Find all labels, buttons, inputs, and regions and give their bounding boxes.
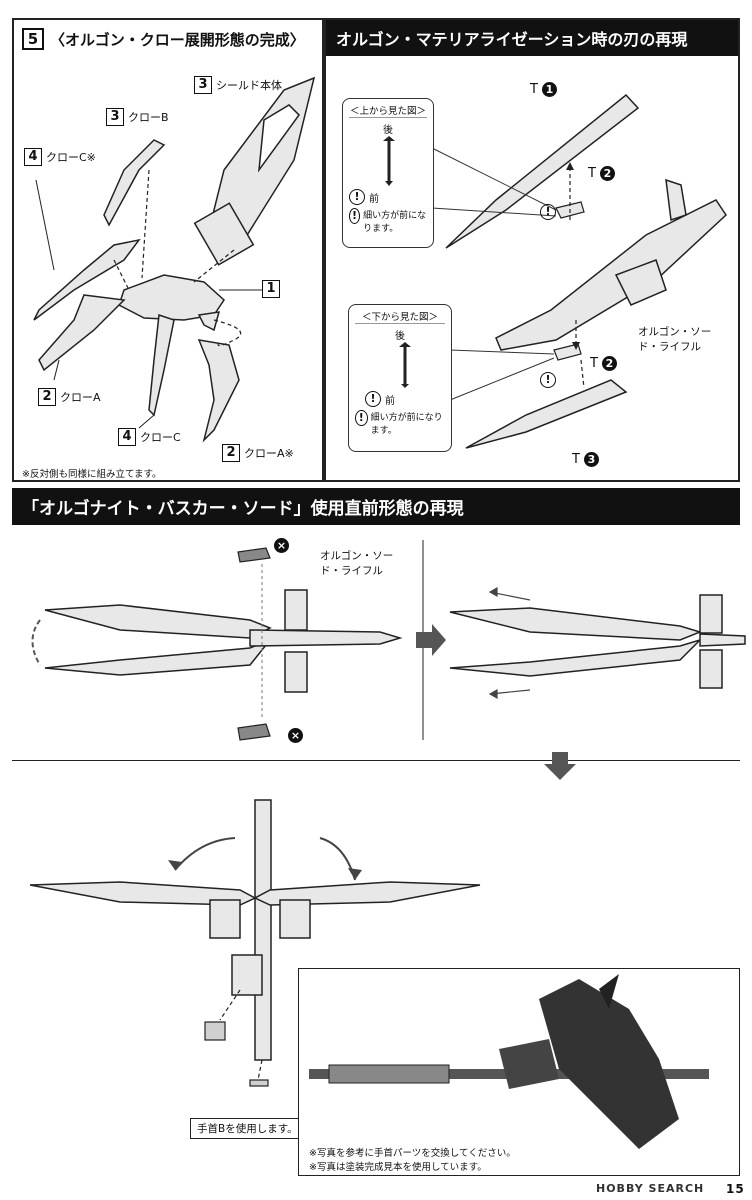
buster-rifle-label: オルゴン・ソード・ライフル — [320, 550, 394, 577]
claw-assembly-drawing — [33, 76, 316, 443]
arrow-down-icon — [544, 752, 576, 780]
wide-sword-drawing — [29, 799, 481, 1087]
page-number: 15 — [726, 1182, 745, 1196]
callout-bottom-view: ＜下から見た図＞ 後 ! 前 ! 細い方が前になります。 — [348, 304, 452, 452]
label-shield: 3 シールド本体 — [194, 76, 282, 94]
blade-drawing — [431, 93, 727, 449]
brand-watermark: HOBBY SEARCH — [596, 1182, 705, 1195]
step-number: 5 — [22, 28, 44, 50]
buster-sword-drawing — [31, 540, 746, 741]
model-silhouette — [309, 974, 709, 1149]
label-t3: T 3 — [572, 452, 599, 467]
exclamation-icon: ! — [349, 189, 365, 205]
x-mark-icon: × — [288, 728, 303, 743]
step5-header: 5 〈オルゴン・クロー展開形態の完成〉 — [22, 28, 305, 50]
label-t2b: T 2 — [590, 356, 617, 371]
label-t2a: T 2 — [588, 166, 615, 181]
exclamation-icon: ! — [540, 372, 556, 388]
label-claw-c-star: 4 クローC※ — [24, 148, 96, 166]
materialization-panel: オルゴン・マテリアライゼーション時の刃の再現 — [324, 18, 740, 482]
rifle-label: オルゴン・ソード・ライフル — [638, 326, 712, 353]
materialization-title: オルゴン・マテリアライゼーション時の刃の再現 — [326, 20, 738, 56]
label-claw-c: 4 クローC — [118, 428, 181, 446]
label-claw-b: 3 クローB — [106, 108, 169, 126]
exclamation-icon: ! — [540, 204, 556, 220]
step5-title: 〈オルゴン・クロー展開形態の完成〉 — [50, 30, 305, 49]
step5-panel: 5 〈オルゴン・クロー展開形態の完成〉 — [12, 18, 324, 482]
label-t1: T 1 — [530, 82, 557, 97]
arrow-right-icon — [416, 624, 446, 656]
section-divider — [12, 760, 740, 761]
label-part1: 1 — [262, 280, 280, 298]
hand-note: 手首Bを使用します。 — [190, 1118, 305, 1139]
photo-note-2: ※写真は塗装完成見本を使用しています。 — [309, 1162, 487, 1173]
photo-note-1: ※写真を参考に手首パーツを交換してください。 — [309, 1148, 516, 1159]
buster-title: 「オルゴナイト・バスカー・ソード」使用直前形態の再現 — [12, 488, 740, 525]
exclamation-icon: ! — [355, 410, 368, 426]
exclamation-icon: ! — [365, 391, 381, 407]
exclamation-icon: ! — [349, 208, 361, 224]
callout-top-view: ＜上から見た図＞ 後 ! 前 ! 細い方が前になります。 — [342, 98, 434, 248]
label-claw-a: 2 クローA — [38, 388, 101, 406]
step5-note: ※反対側も同様に組み立てます。 — [22, 469, 162, 480]
finished-model-photo: ※写真を参考に手首パーツを交換してください。 ※写真は塗装完成見本を使用していま… — [298, 968, 740, 1176]
x-mark-icon: × — [274, 538, 289, 553]
label-claw-a-star: 2 クローA※ — [222, 444, 294, 462]
